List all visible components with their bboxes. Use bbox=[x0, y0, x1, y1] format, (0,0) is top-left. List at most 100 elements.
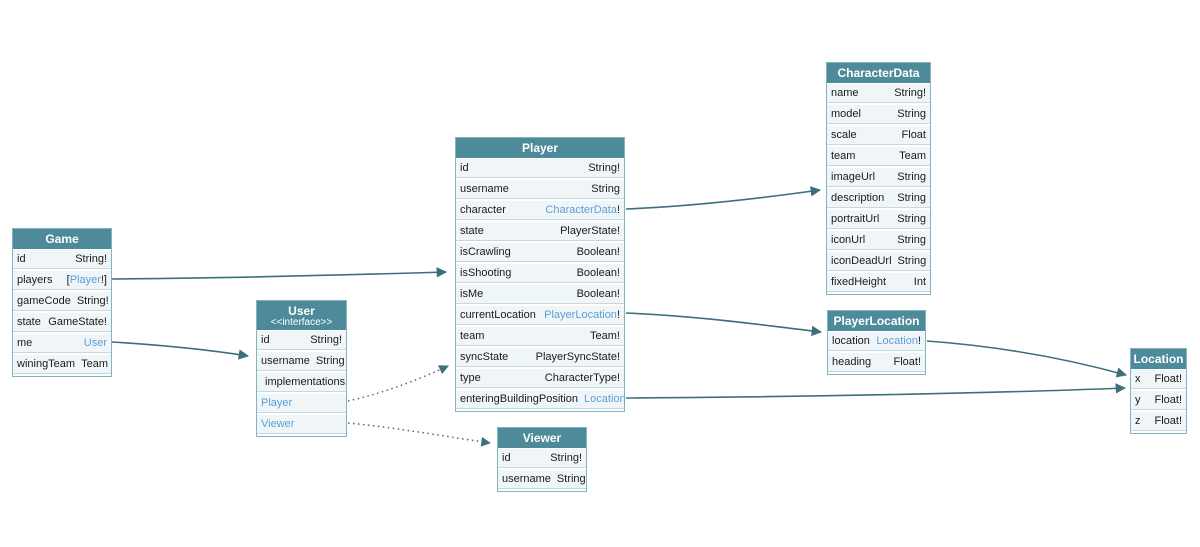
field-player-state[interactable]: state PlayerState! bbox=[456, 222, 624, 241]
field-name: description bbox=[831, 192, 885, 204]
type-text: String bbox=[591, 183, 620, 195]
field-characterdata-description[interactable]: description String bbox=[827, 189, 930, 208]
node-playerlocation-header[interactable]: PlayerLocation bbox=[828, 311, 925, 331]
field-type: Location! bbox=[876, 332, 921, 350]
field-type: String! bbox=[75, 250, 107, 268]
field-name: gameCode bbox=[17, 295, 71, 307]
field-player-isShooting[interactable]: isShooting Boolean! bbox=[456, 264, 624, 283]
field-name: isShooting bbox=[460, 267, 512, 279]
field-type: Int bbox=[914, 273, 926, 291]
type-text: String bbox=[897, 213, 926, 225]
field-type: Boolean! bbox=[577, 264, 620, 282]
impl-link[interactable]: Viewer bbox=[261, 418, 295, 430]
field-type: PlayerLocation! bbox=[544, 306, 620, 324]
node-game-header[interactable]: Game bbox=[13, 229, 111, 249]
type-text: String! bbox=[894, 87, 926, 99]
field-type: Location bbox=[584, 390, 626, 408]
type-link[interactable]: Player bbox=[69, 274, 101, 286]
edge-user-impl-viewer bbox=[347, 422, 491, 447]
type-text: String bbox=[556, 473, 586, 485]
field-name: state bbox=[460, 225, 484, 237]
type-link[interactable]: Location bbox=[584, 393, 626, 405]
field-name: id bbox=[460, 162, 469, 174]
node-location-header[interactable]: Location bbox=[1131, 349, 1186, 369]
field-name: iconUrl bbox=[831, 234, 866, 246]
field-name: z bbox=[1135, 415, 1141, 427]
edge-game-players-to-player bbox=[111, 267, 448, 280]
type-text: Boolean! bbox=[576, 246, 620, 258]
row-label-implementations: implementations bbox=[257, 373, 346, 392]
field-name: team bbox=[460, 330, 485, 342]
field-type: String! bbox=[550, 449, 582, 467]
edge-player-enteringbuildingposition-to-location bbox=[625, 383, 1127, 399]
node-viewer-header[interactable]: Viewer bbox=[498, 428, 586, 448]
edge-player-character-to-characterdata bbox=[625, 186, 822, 210]
field-type: String bbox=[591, 180, 620, 198]
field-name: type bbox=[460, 372, 481, 384]
node-characterdata-header[interactable]: CharacterData bbox=[827, 63, 930, 83]
type-text: String bbox=[897, 108, 926, 120]
type-text: Boolean! bbox=[576, 267, 620, 279]
type-link[interactable]: CharacterData bbox=[545, 204, 617, 216]
type-link[interactable]: PlayerLocation bbox=[544, 309, 617, 321]
edge-playerlocation-location-to-location bbox=[926, 340, 1128, 378]
field-type: PlayerState! bbox=[560, 222, 620, 240]
type-text: ! bbox=[917, 335, 921, 347]
type-link[interactable]: Location bbox=[876, 335, 918, 347]
field-game-players[interactable]: players[Player!] bbox=[13, 271, 111, 290]
type-link[interactable]: User bbox=[83, 337, 107, 349]
field-type: String bbox=[897, 189, 926, 207]
type-text: Float! bbox=[1154, 415, 1182, 427]
impl-link-row-Viewer[interactable]: Viewer bbox=[257, 415, 346, 434]
field-location-z[interactable]: z Float! bbox=[1131, 412, 1186, 431]
node-title: Game bbox=[45, 232, 79, 246]
impl-link-row-Player[interactable]: Player bbox=[257, 394, 346, 413]
edge-user-impl-player bbox=[347, 365, 449, 402]
node-user-header[interactable]: User<<interface>> bbox=[257, 301, 346, 330]
impl-link[interactable]: Player bbox=[261, 397, 293, 409]
field-name: id bbox=[261, 334, 270, 346]
field-name: iconDeadUrl bbox=[831, 255, 892, 267]
node-player-header[interactable]: Player bbox=[456, 138, 624, 158]
